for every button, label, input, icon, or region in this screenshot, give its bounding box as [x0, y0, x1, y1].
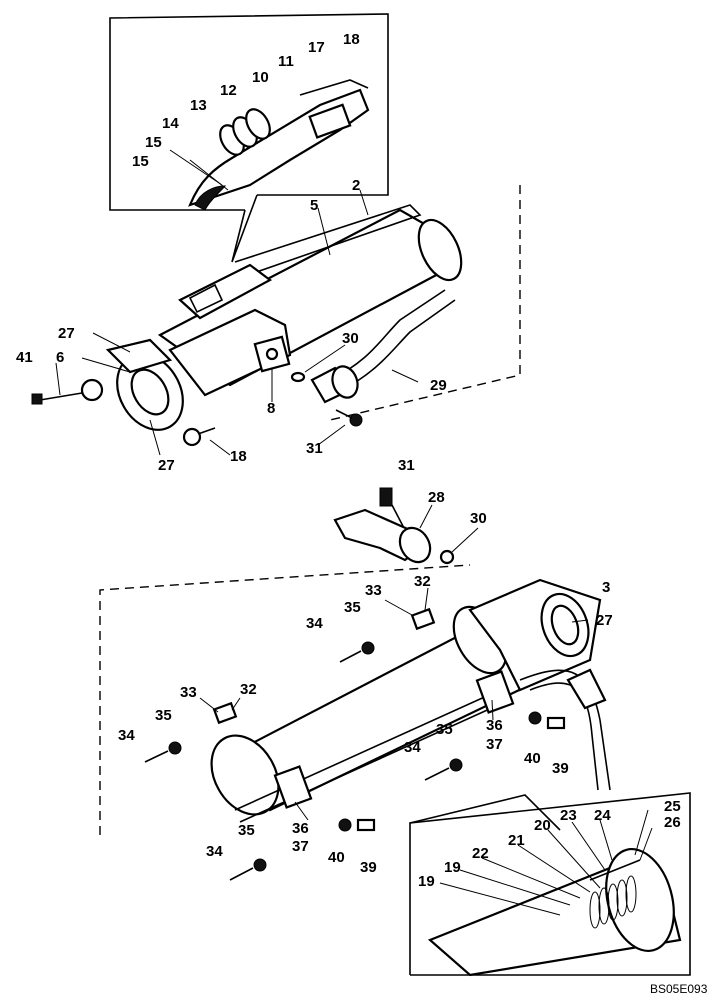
callout-9: 10	[252, 69, 269, 86]
callout-25: 24	[594, 807, 611, 824]
callout-36-mid: 35	[436, 721, 453, 738]
callout-36-bottom: 35	[238, 822, 255, 839]
lower-cylinder-assembly	[144, 578, 611, 881]
callout-28-upper: 27	[58, 325, 75, 342]
callout-31-middle: 30	[470, 510, 487, 527]
callout-18-top: 18	[343, 31, 360, 48]
upper-assembly-outline	[329, 185, 521, 421]
callout-34-right: 33	[365, 582, 382, 599]
callout-23: 22	[472, 845, 489, 862]
callout-3: 3	[602, 579, 610, 596]
bottom-detail-inset	[409, 792, 691, 977]
callout-37-left: 36	[292, 820, 309, 837]
callout-35-mid: 34	[404, 739, 421, 756]
callout-20: 19	[444, 859, 461, 876]
callout-26: 25	[664, 798, 681, 815]
callout-37-right: 36	[486, 717, 503, 734]
callout-29: 28	[428, 489, 445, 506]
callout-41: 41	[16, 349, 33, 366]
callout-36-right: 35	[344, 599, 361, 616]
callout-40-right: 40	[524, 750, 541, 767]
lower-assembly-outline	[99, 564, 471, 835]
spring-coils	[589, 875, 637, 929]
callout-35-left: 34	[118, 727, 135, 744]
callout-28-lower: 27	[596, 612, 613, 629]
callout-35-right: 34	[306, 615, 323, 632]
top-detail-inset	[109, 13, 389, 263]
callout-2: 2	[352, 177, 360, 194]
callout-22: 21	[508, 832, 525, 849]
callout-38-right: 37	[486, 736, 503, 753]
callout-39-left: 39	[360, 859, 377, 876]
callout-13: 14	[162, 115, 179, 132]
callout-10: 11	[278, 53, 294, 70]
callout-36-left: 35	[155, 707, 172, 724]
callout-14: 15	[145, 134, 162, 151]
callout-40-left: 40	[328, 849, 345, 866]
callout-8: 8	[267, 400, 275, 417]
callout-17: 17	[308, 39, 325, 56]
callout-27: 26	[664, 814, 681, 831]
callout-38-left: 37	[292, 838, 309, 855]
callout-34-left: 33	[180, 684, 197, 701]
callout-33-left: 32	[240, 681, 257, 698]
callout-12: 13	[190, 97, 207, 114]
callout-19: 19	[418, 873, 435, 890]
callout-11: 12	[220, 82, 237, 99]
callout-35-bottom: 34	[206, 843, 223, 860]
figure-reference-code: BS05E093	[650, 982, 708, 996]
middle-pipe-assembly	[333, 487, 479, 565]
callout-33-right: 32	[414, 573, 431, 590]
callout-30: 29	[430, 377, 447, 394]
callout-32-upper: 31	[306, 440, 323, 457]
callout-18-lower: 18	[230, 448, 247, 465]
callout-21: 20	[534, 817, 551, 834]
callout-15: 15	[132, 153, 149, 170]
callout-32-middle: 31	[398, 457, 415, 474]
callout-5: 5	[310, 197, 318, 214]
callout-labels: 18 17 11 10 12 13 14 15 15 2 5 27 41 6 3…	[16, 31, 708, 996]
upper-cylinder-assembly	[31, 189, 463, 456]
callout-24: 23	[560, 807, 577, 824]
callout-39-right: 39	[552, 760, 569, 777]
callout-31-upper: 30	[342, 330, 359, 347]
callout-6: 6	[56, 349, 64, 366]
callout-28-rod: 27	[158, 457, 175, 474]
